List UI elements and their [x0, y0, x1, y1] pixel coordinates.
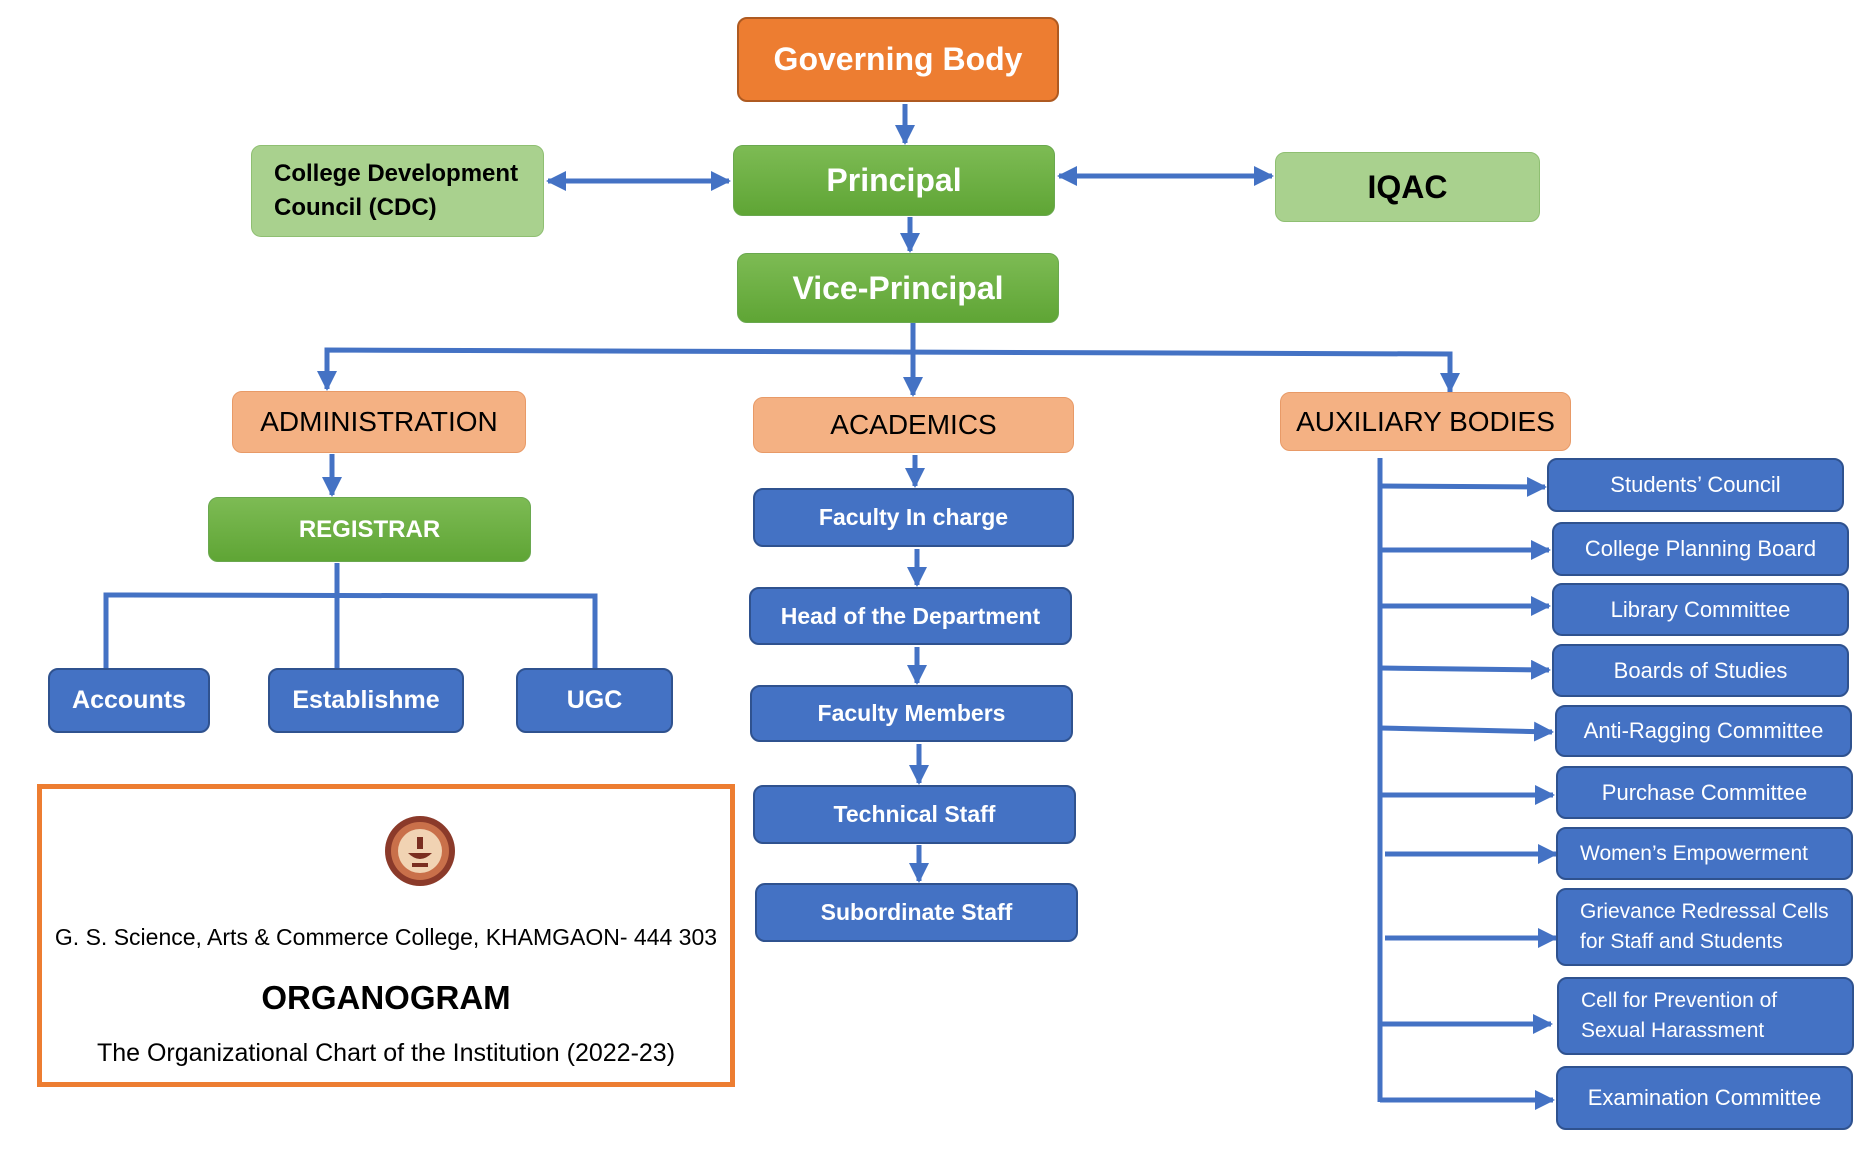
- accounts-label: Accounts: [72, 686, 186, 714]
- title-card: G. S. Science, Arts & Commerce College, …: [37, 784, 735, 1087]
- aux-item: Cell for Prevention of Sexual Harassment: [1557, 977, 1854, 1055]
- connector-admin-children: [103, 592, 598, 668]
- principal-node: Principal: [733, 145, 1055, 216]
- college-name: G. S. Science, Arts & Commerce College, …: [54, 924, 718, 950]
- establishment-label: Establishme: [292, 686, 440, 714]
- aux-item: Library Committee: [1552, 583, 1849, 636]
- aux-item-label: Grievance Redressal Cells for Staff and …: [1580, 900, 1829, 953]
- auxiliary-bodies-label: AUXILIARY BODIES: [1296, 405, 1555, 437]
- aux-item-label: Anti-Ragging Committee: [1583, 718, 1824, 743]
- aux-item: Women’s Empowerment: [1556, 827, 1853, 880]
- aux-item-label: Purchase Committee: [1601, 779, 1808, 805]
- connector-branch-bar: [324, 347, 1453, 393]
- aux-item-label: Boards of Studies: [1613, 657, 1788, 683]
- faculty-in-charge-node: Faculty In charge: [753, 488, 1074, 547]
- registrar-label: REGISTRAR: [298, 515, 441, 543]
- technical-staff-label: Technical Staff: [833, 801, 996, 827]
- academics-label: ACADEMICS: [830, 409, 997, 440]
- organogram-heading: ORGANOGRAM: [261, 979, 511, 1016]
- faculty-members-node: Faculty Members: [750, 685, 1073, 742]
- organogram-subtitle: The Organizational Chart of the Institut…: [96, 1039, 676, 1067]
- establishment-node: Establishme: [268, 668, 464, 733]
- head-of-department-label: Head of the Department: [780, 602, 1041, 629]
- governing-body-label: Governing Body: [773, 41, 1023, 77]
- administration-label: ADMINISTRATION: [260, 406, 498, 437]
- aux-item-label: Students’ Council: [1610, 472, 1781, 497]
- administration-node: ADMINISTRATION: [232, 391, 526, 453]
- technical-staff-node: Technical Staff: [753, 785, 1076, 844]
- registrar-node: REGISTRAR: [208, 497, 531, 562]
- subordinate-staff-label: Subordinate Staff: [820, 899, 1013, 925]
- iqac-label: IQAC: [1367, 168, 1448, 205]
- faculty-in-charge-label: Faculty In charge: [818, 504, 1009, 530]
- cdc-node: College Development Council (CDC): [251, 145, 544, 237]
- aux-item: Students’ Council: [1547, 458, 1844, 512]
- iqac-node: IQAC: [1275, 152, 1540, 222]
- governing-body-node: Governing Body: [737, 17, 1059, 102]
- aux-item-label: College Planning Board: [1584, 536, 1817, 561]
- auxiliary-bodies-node: AUXILIARY BODIES: [1280, 392, 1571, 451]
- ugc-label: UGC: [566, 686, 623, 714]
- aux-item: College Planning Board: [1552, 522, 1849, 576]
- faculty-members-label: Faculty Members: [817, 700, 1006, 726]
- aux-item-label: Cell for Prevention of Sexual Harassment: [1581, 989, 1778, 1042]
- head-of-department-node: Head of the Department: [749, 587, 1072, 645]
- ugc-node: UGC: [516, 668, 673, 733]
- aux-item: Grievance Redressal Cells for Staff and …: [1556, 888, 1853, 966]
- cdc-label: College Development Council (CDC): [274, 160, 519, 221]
- subordinate-staff-node: Subordinate Staff: [755, 883, 1078, 942]
- aux-item: Anti-Ragging Committee: [1555, 705, 1852, 757]
- aux-item: Purchase Committee: [1556, 766, 1853, 819]
- vice-principal-label: Vice-Principal: [792, 269, 1004, 306]
- principal-label: Principal: [826, 162, 962, 198]
- academics-node: ACADEMICS: [753, 397, 1074, 453]
- accounts-node: Accounts: [48, 668, 210, 733]
- college-seal-icon: [385, 816, 455, 886]
- aux-item-label: Library Committee: [1610, 596, 1791, 622]
- aux-item: Examination Committee: [1556, 1066, 1853, 1130]
- aux-item: Boards of Studies: [1552, 644, 1849, 697]
- aux-item-label: Women’s Empowerment: [1580, 841, 1808, 865]
- vice-principal-node: Vice-Principal: [737, 253, 1059, 323]
- aux-item-label: Examination Committee: [1587, 1085, 1822, 1110]
